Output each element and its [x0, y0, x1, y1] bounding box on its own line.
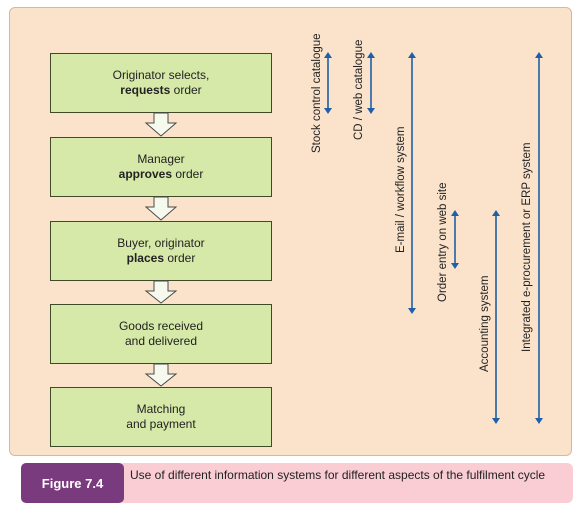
step-line-2: places order [127, 251, 196, 266]
step-line-2: and delivered [124, 334, 198, 348]
step-matching-payment: Matching and payment [50, 387, 272, 447]
system-label-cd-web: CD / web catalogue [353, 39, 365, 140]
step-places-order: Buyer, originator places order [50, 221, 272, 281]
system-label-erp: Integrated e-procurement or ERP system [521, 142, 533, 352]
flow-arrow-1 [144, 112, 178, 137]
step-line-2: approves order [119, 167, 204, 182]
flow-arrow-4 [144, 363, 178, 387]
step-line-1: Buyer, originator [117, 236, 205, 250]
step-goods-received: Goods received and delivered [50, 304, 272, 364]
system-label-email-workflow: E-mail / workflow system [395, 126, 407, 253]
system-label-accounting: Accounting system [479, 275, 491, 372]
step-suffix: order [164, 251, 196, 265]
step-requests-order: Originator selects, requests order [50, 53, 272, 113]
system-label-stock-control: Stock control catalogue [311, 33, 323, 153]
system-label-order-entry: Order entry on web site [437, 182, 449, 302]
figure-footer: Use of different information systems for… [14, 463, 574, 503]
step-line-2: and payment [126, 417, 196, 431]
step-line-1: Manager [137, 152, 185, 166]
flow-arrow-3 [144, 280, 178, 304]
figure-caption: Use of different information systems for… [118, 463, 573, 503]
step-keyword: approves [118, 167, 172, 181]
step-suffix: order [170, 83, 202, 97]
flow-arrow-2 [144, 196, 178, 221]
step-suffix: order [172, 167, 204, 181]
step-keyword: places [126, 251, 164, 265]
step-line-1: Goods received [118, 319, 204, 333]
step-line-1: Originator selects, [112, 68, 210, 82]
figure-label: Figure 7.4 [21, 463, 124, 503]
step-keyword: requests [120, 83, 171, 97]
step-line-2: requests order [120, 83, 201, 98]
step-line-1: Matching [136, 402, 186, 416]
